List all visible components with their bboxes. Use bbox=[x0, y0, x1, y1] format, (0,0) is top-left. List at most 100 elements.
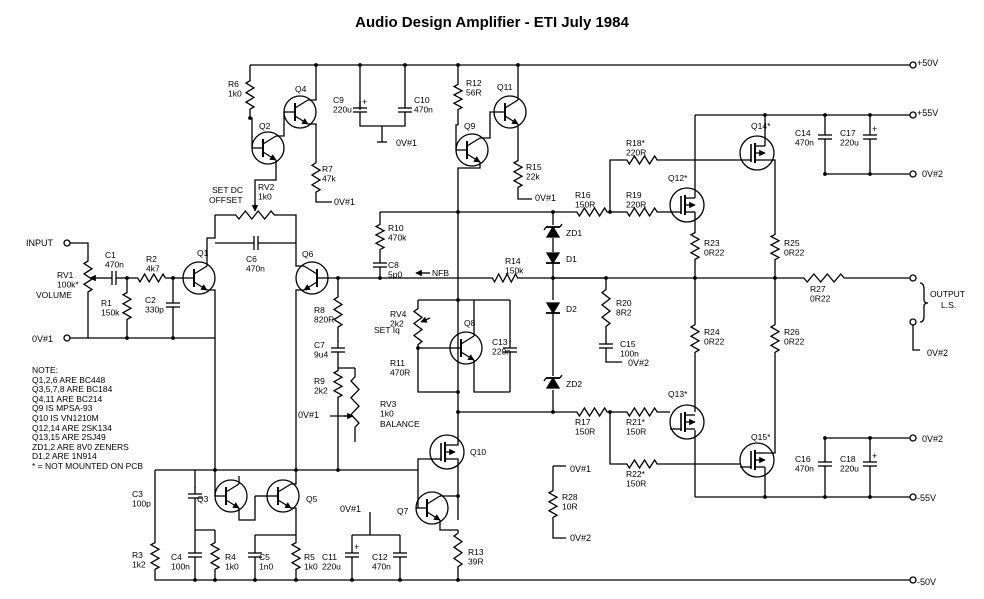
nfb-label: NFB bbox=[432, 268, 449, 278]
c4-capacitor bbox=[188, 546, 202, 564]
wire bbox=[609, 159, 624, 212]
r28-resistor bbox=[547, 488, 559, 520]
component-label-r22: R22*150R bbox=[626, 469, 646, 489]
component-label-q4: Q4 bbox=[295, 84, 307, 94]
ground-label-c9: 0V#1 bbox=[396, 138, 417, 148]
junction-dot bbox=[516, 63, 520, 67]
ground-label-r7: 0V#1 bbox=[334, 197, 355, 207]
junction-dot bbox=[868, 495, 872, 499]
wire bbox=[765, 159, 776, 232]
c13-capacitor bbox=[503, 341, 517, 359]
c18-capacitor bbox=[863, 455, 877, 473]
ground-label-input: 0V#1 bbox=[32, 334, 53, 344]
junction-dot bbox=[868, 172, 872, 176]
terminal bbox=[63, 239, 71, 247]
c7-capacitor bbox=[331, 341, 345, 359]
r23-resistor bbox=[689, 230, 701, 262]
wire bbox=[455, 430, 459, 446]
wire bbox=[70, 295, 89, 339]
wire bbox=[552, 520, 566, 539]
q9-transistor bbox=[455, 133, 489, 167]
component-label-q7: Q7 bbox=[397, 506, 409, 516]
q8-transistor bbox=[449, 331, 483, 365]
r18-resistor bbox=[624, 154, 660, 166]
wire bbox=[315, 195, 332, 203]
c6-capacitor bbox=[247, 236, 265, 250]
wire bbox=[250, 117, 253, 148]
junction-dot bbox=[456, 494, 460, 498]
ground-label-r28-bottom: 0V#2 bbox=[570, 533, 591, 543]
set-dc-label: SET DC bbox=[212, 185, 243, 195]
r26-resistor bbox=[769, 322, 781, 355]
component-label-q6: Q6 bbox=[302, 249, 314, 259]
q4-transistor bbox=[283, 95, 317, 129]
r9-resistor bbox=[332, 368, 344, 400]
c3-capacitor bbox=[188, 487, 202, 505]
wire bbox=[609, 412, 624, 465]
note-line: Q4,11 ARE BC214 bbox=[32, 393, 103, 404]
r24-resistor bbox=[689, 322, 701, 355]
q15-mosfet bbox=[739, 442, 775, 478]
terminal bbox=[909, 111, 917, 119]
note-line: NOTE: bbox=[32, 365, 58, 375]
junction-dot bbox=[823, 172, 827, 176]
note-line: Q3,5,7,8 ARE BC184 bbox=[32, 384, 113, 395]
c10-capacitor bbox=[398, 101, 412, 119]
offset-label: OFFSET bbox=[209, 195, 243, 205]
terminal bbox=[909, 434, 917, 442]
ground-label-c11: 0V#1 bbox=[340, 504, 361, 514]
junction-dot bbox=[193, 578, 197, 582]
terminal bbox=[909, 493, 917, 501]
wire bbox=[207, 289, 216, 470]
junction-dot bbox=[763, 495, 767, 499]
junction-dot bbox=[403, 63, 407, 67]
terminal bbox=[909, 318, 917, 326]
r14-resistor bbox=[490, 272, 520, 284]
rail-label-minus55: -55V bbox=[917, 493, 936, 503]
component-label-q3: Q3 bbox=[197, 494, 209, 504]
junction-dot bbox=[378, 276, 382, 280]
input-label: INPUT bbox=[26, 238, 54, 248]
q11-transistor bbox=[493, 95, 527, 129]
r22-resistor bbox=[624, 458, 660, 470]
q5-transistor bbox=[266, 479, 300, 513]
junction-dot bbox=[248, 116, 252, 120]
junction-dot bbox=[171, 336, 175, 340]
d2-diode bbox=[545, 302, 561, 315]
junction-dot bbox=[336, 468, 340, 472]
junction-dot bbox=[456, 298, 460, 302]
wire bbox=[517, 190, 532, 200]
polarity-plus: + bbox=[872, 124, 877, 134]
wire bbox=[473, 360, 510, 393]
ground-label-output: 0V#2 bbox=[927, 348, 948, 358]
junction-dot bbox=[456, 390, 460, 394]
note-line: Q12,14 ARE 2SK134 bbox=[32, 422, 112, 433]
c16-capacitor bbox=[818, 455, 832, 473]
rv2-offset-pot bbox=[232, 209, 278, 221]
r16-resistor bbox=[574, 206, 610, 218]
